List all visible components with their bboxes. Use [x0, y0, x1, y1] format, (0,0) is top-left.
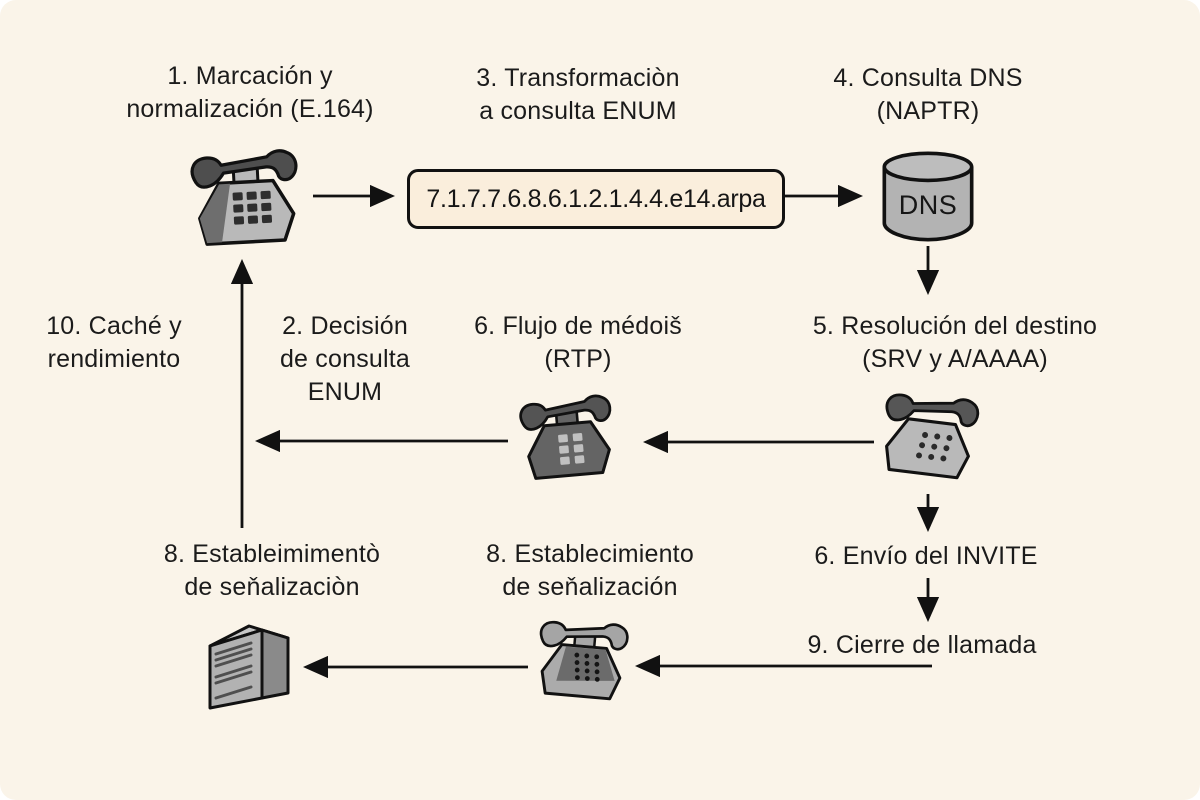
label-step6-invite: 6. Envío del INVITE	[814, 542, 1038, 570]
enum-query-text: 7.1.7.7.6.8.6.1.2.1.4.4.e14.arpa	[426, 184, 766, 213]
label-step5-destination-resolution: 5. Resolución del destino (SRV y A/AAAA)	[812, 312, 1098, 373]
dns-database-icon	[876, 146, 980, 246]
label-step10-cache-performance: 10. Caché y rendimiento	[46, 312, 182, 373]
label-step2-enum-decision: 2. Decisión de consulta ENUM	[279, 312, 411, 406]
server-icon	[204, 618, 296, 716]
enum-query-box: 7.1.7.7.6.8.6.1.2.1.4.4.e14.arpa	[407, 169, 785, 229]
label-step3-transformation: 3. Transformaciòn a consulta ENUM	[476, 64, 680, 125]
phone-icon-destination	[866, 379, 992, 498]
phone-icon-signaling	[524, 611, 640, 714]
label-step8-signaling-left: 8. Estableimimentò de seňalizaciòn	[163, 540, 381, 601]
label-step9-call-end: 9. Cierre de llamada	[807, 631, 1037, 659]
label-step6-media-flow: 6. Flujo de médoiš (RTP)	[474, 312, 682, 373]
phone-icon-dialing	[177, 143, 315, 262]
dns-label: DNS	[898, 190, 958, 220]
label-step4-dns-query: 4. Consulta DNS (NAPTR)	[833, 64, 1023, 125]
label-step1-dialing-normalization: 1. Marcación y normalización (E.164)	[126, 62, 374, 123]
phone-icon-media-rtp	[508, 387, 628, 494]
label-step8-signaling-mid: 8. Establecimiento de seňalización	[486, 540, 694, 601]
